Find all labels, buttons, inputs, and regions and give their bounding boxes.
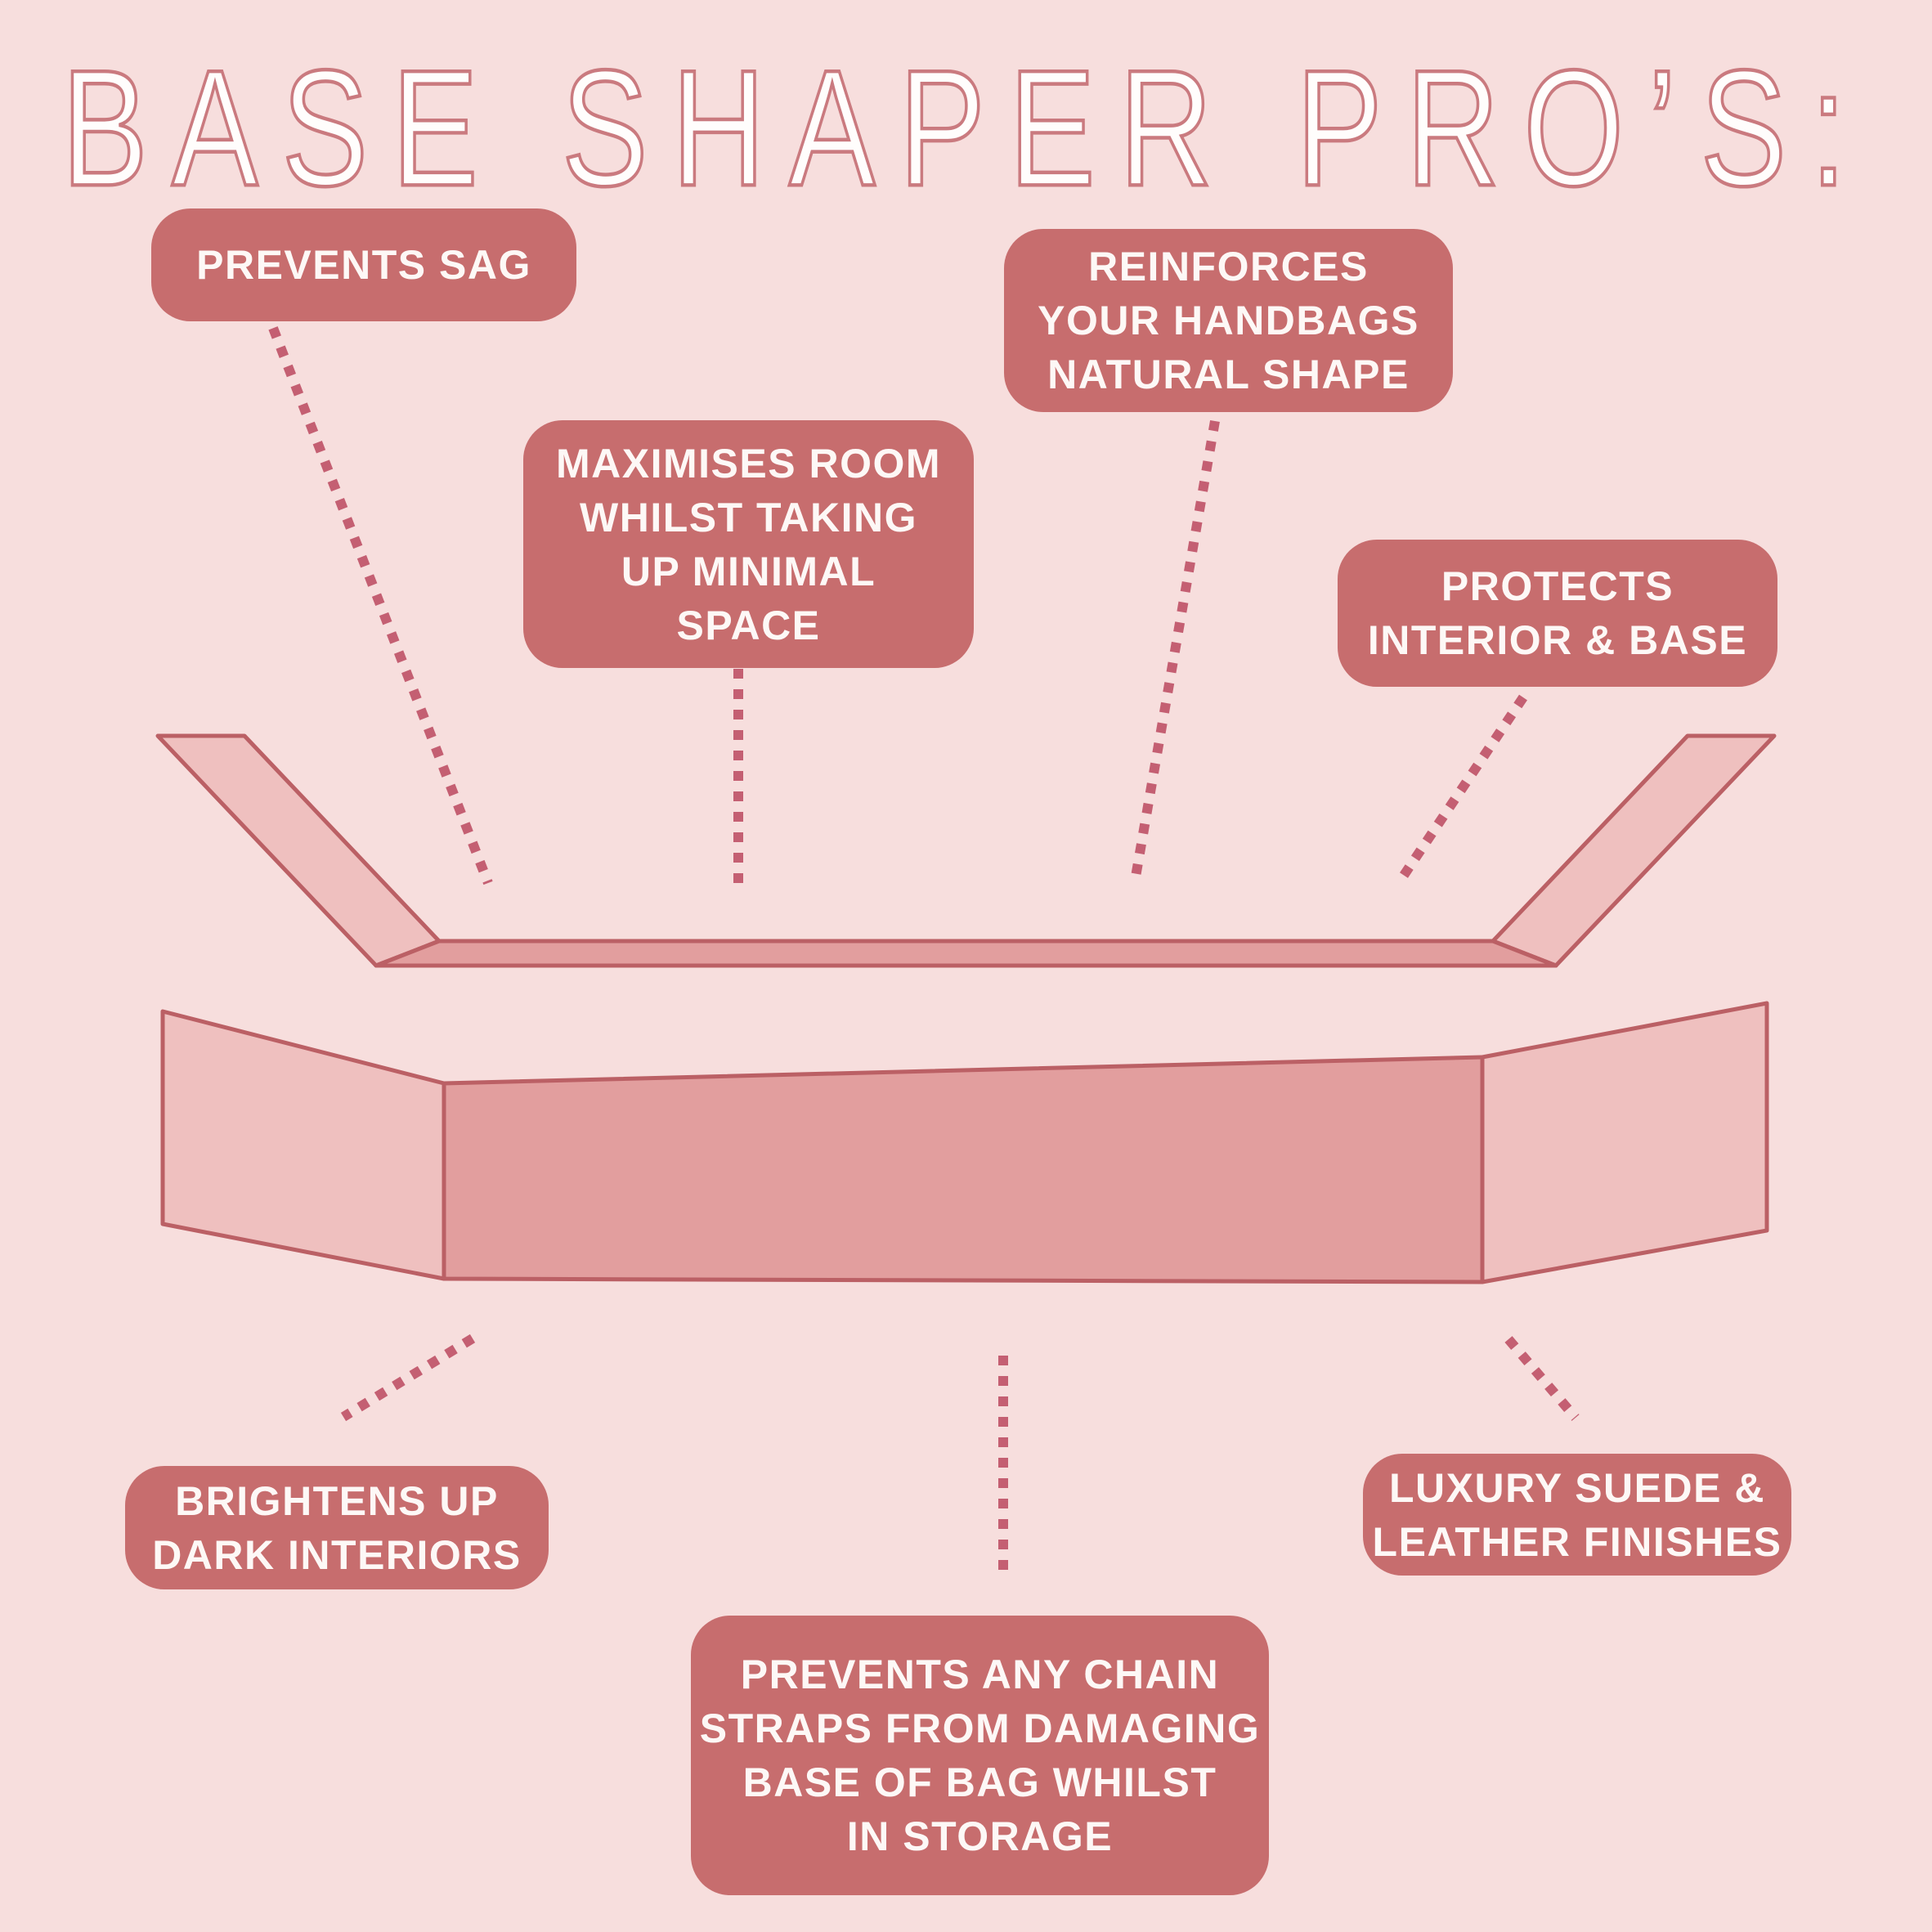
callout-prevents-sag-label: PREVENTS SAG <box>196 242 531 288</box>
callout-maximises-room: MAXIMISES ROOM WHILST TAKING UP MINIMAL … <box>523 420 974 668</box>
callout-reinforces-shape: REINFORCES YOUR HANDBAGS NATURAL SHAPE <box>1004 229 1453 412</box>
callout-maximises-room-label: MAXIMISES ROOM WHILST TAKING UP MINIMAL … <box>555 440 942 648</box>
callout-prevents-chain-label: PREVENTS ANY CHAIN STRAPS FROM DAMAGING … <box>699 1652 1261 1859</box>
connector-line-prevents-sag <box>261 307 493 885</box>
connector-line-luxury-finishes <box>1504 1336 1580 1421</box>
callout-protects-interior: PROTECTS INTERIOR & BASE <box>1338 540 1777 687</box>
callout-prevents-sag: PREVENTS SAG <box>151 208 576 321</box>
front-view-left-panel <box>160 1009 446 1281</box>
page-title-wrap: BASE SHAPER PRO’S: <box>0 34 1932 224</box>
callout-luxury-finishes-label: LUXURY SUEDE & LEATHER FINISHES <box>1372 1464 1782 1565</box>
front-view-right-panel <box>1480 1001 1769 1284</box>
front-view-center-panel <box>442 1055 1485 1284</box>
callout-prevents-chain: PREVENTS ANY CHAIN STRAPS FROM DAMAGING … <box>691 1616 1269 1895</box>
connector-line-protects-interior <box>1396 694 1527 885</box>
connector-line-reinforces-shape <box>1130 419 1220 883</box>
page-title: BASE SHAPER PRO’S: <box>61 34 1871 222</box>
top-view-base-bar <box>374 939 1558 968</box>
callout-protects-interior-label: PROTECTS INTERIOR & BASE <box>1367 563 1748 663</box>
top-view-right-wing <box>1490 733 1777 968</box>
connector-line-brightens-interiors <box>340 1334 476 1422</box>
callout-reinforces-shape-label: REINFORCES YOUR HANDBAGS NATURAL SHAPE <box>1038 244 1419 397</box>
callout-brightens-interiors-label: BRIGHTENS UP DARK INTERIORS <box>152 1477 522 1578</box>
top-view-left-wing <box>155 733 442 968</box>
base-shaper-front-view <box>160 1001 1769 1284</box>
callout-brightens-interiors: BRIGHTENS UP DARK INTERIORS <box>125 1466 549 1589</box>
base-shaper-top-view <box>155 733 1777 968</box>
callout-luxury-finishes: LUXURY SUEDE & LEATHER FINISHES <box>1363 1454 1791 1576</box>
